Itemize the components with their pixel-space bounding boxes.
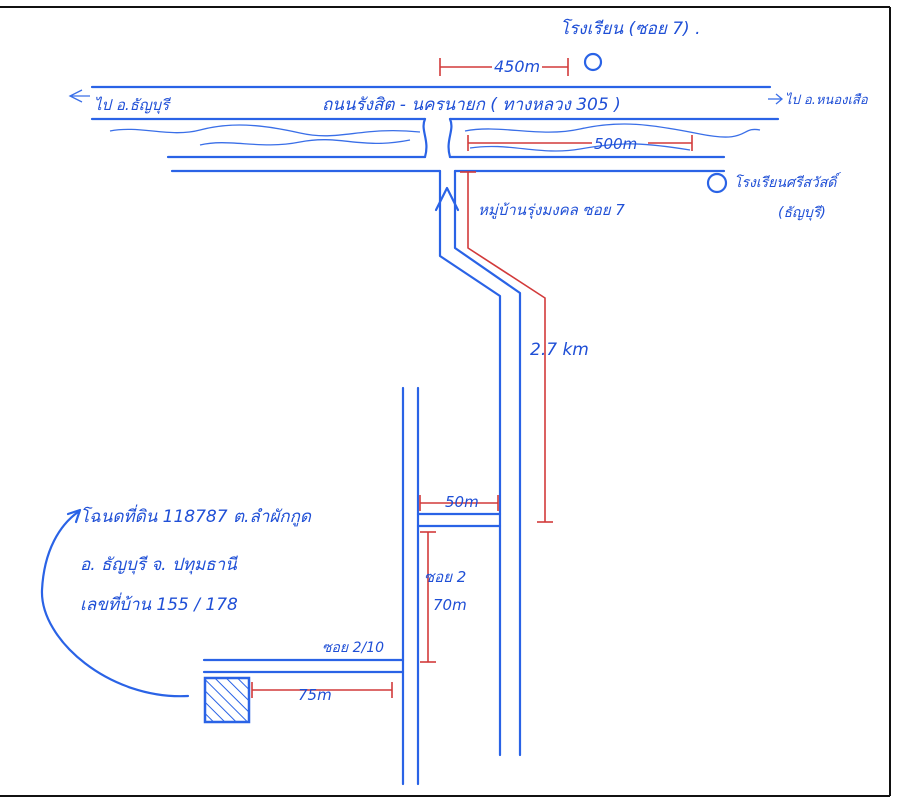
landmark-right-label: โรงเรียนศรีสวัสดิ์: [734, 172, 841, 191]
dist-70-label: 70m: [433, 596, 467, 614]
left-destination-label: ไป อ.ธัญบุรี: [94, 96, 171, 114]
landmark-right-sub-label: (ธัญบุรี): [778, 205, 826, 221]
soi-2-road: [401, 386, 502, 786]
right-arrow-icon: [768, 93, 784, 105]
right-destination-label: ไป อ.หนองเสือ: [785, 92, 869, 108]
dist-500-label: 500m: [594, 135, 637, 153]
main-road-label: ถนนรังสิต - นครนายก ( ทางหลวง 305 ): [322, 95, 621, 115]
house-number-label: เลขที่บ้าน 155 / 178: [80, 592, 238, 615]
dist-50-label: 50m: [445, 493, 479, 511]
main-highway: [90, 85, 780, 173]
dist-450-label: 450m: [494, 57, 540, 76]
landmark-circle-icon: [583, 52, 603, 72]
dist-75-label: 75m: [298, 686, 332, 704]
soi-2-10-road: [202, 658, 405, 674]
district-note-label: อ. ธัญบุรี จ. ปทุมธานี: [80, 555, 239, 575]
landmark-top-label: โรงเรียน (ซอย 7) .: [560, 18, 701, 39]
soi-2-label: ซอย 2: [424, 568, 466, 586]
measurement-lines: [251, 58, 693, 698]
deed-note-label: โฉนดที่ดิน 118787 ต.ลำผักกูด: [80, 504, 312, 527]
curved-pointer-arrow-icon: [40, 508, 190, 698]
soi-2-10-label: ซอย 2/10: [322, 640, 384, 656]
landmark-circle-icon: [706, 172, 728, 194]
left-arrow-icon: [68, 89, 90, 103]
village-label: หมู่บ้านรุ่งมงคล ซอย 7: [478, 201, 625, 219]
dist-2-7-label: 2.7 km: [530, 340, 589, 360]
north-arrow-icon: [434, 186, 460, 212]
village-road: [438, 169, 522, 757]
hatched-plot-icon: [203, 676, 251, 724]
